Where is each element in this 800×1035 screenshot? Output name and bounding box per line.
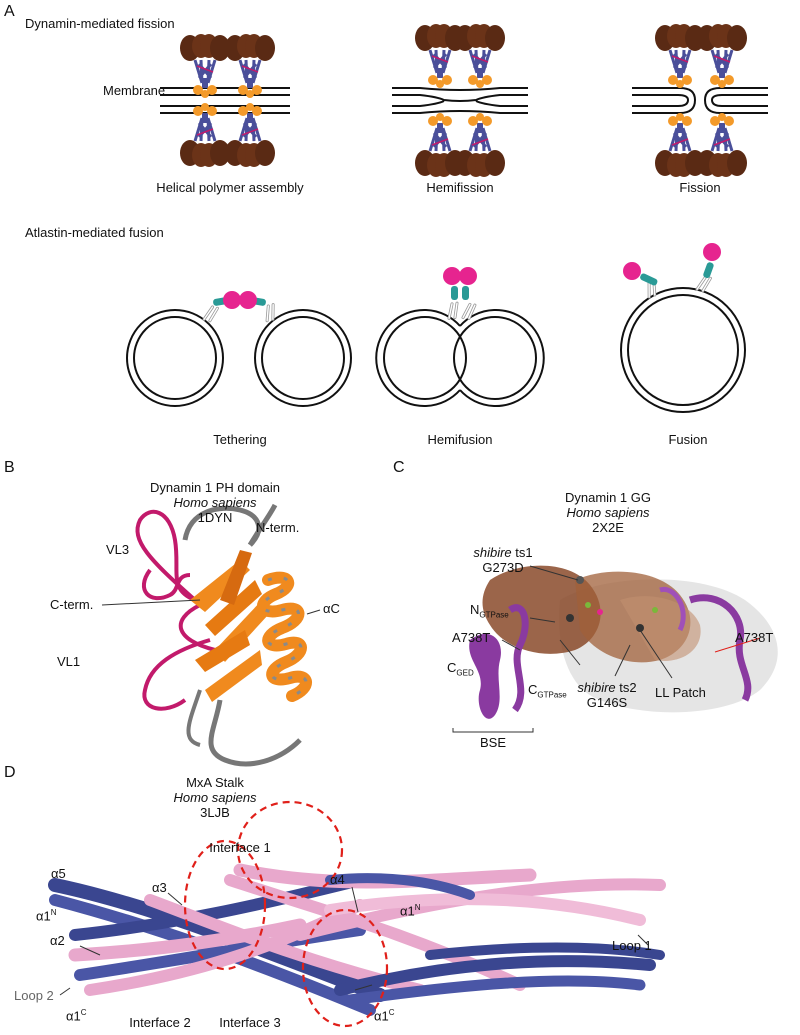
label-shibire-ts2-allele: ts2 — [619, 680, 637, 695]
gg-species: Homo sapiens — [566, 505, 650, 520]
label-n-gtpase-sub: GTPase — [479, 610, 509, 620]
dynamin-fission — [653, 22, 749, 179]
label-vl1: VL1 — [57, 654, 81, 669]
label-interface-2: Interface 2 — [129, 1015, 191, 1030]
label-vl3: VL3 — [106, 542, 130, 557]
vesicles-hemifusion — [375, 309, 545, 407]
stalk-leader-lines — [59, 886, 649, 996]
label-shibire-ts1-gene: shibire — [473, 545, 512, 560]
label-alpha1n-right-main: α1 — [400, 903, 415, 919]
label-n-gtpase-main: N — [470, 602, 480, 617]
ph-species: Homo sapiens — [173, 495, 257, 510]
gg-leader-lines — [452, 565, 761, 733]
label-c-ged-main: C — [447, 660, 457, 675]
stalk-pdb: 3LJB — [200, 805, 230, 820]
gg-title: Dynamin 1 GG — [565, 490, 651, 505]
stage-hemifission: Hemifission — [426, 180, 494, 195]
label-alpha1c-right: α1C — [374, 1005, 395, 1023]
label-bse: BSE — [479, 735, 507, 750]
dynamin-polymer-assembly — [178, 32, 277, 169]
label-loop2: Loop 2 — [14, 988, 54, 1003]
label-c-gtpase: CGTPase — [528, 682, 567, 703]
stage-helical-polymer-assembly: Helical polymer assembly — [156, 180, 304, 195]
label-c-ged: CGED — [447, 660, 474, 681]
label-alpha5: α5 — [51, 866, 66, 881]
label-alpha1c-left-main: α1 — [66, 1008, 81, 1024]
ph-leader-lines — [101, 599, 321, 615]
membrane-label: Membrane — [103, 83, 166, 98]
stage-hemifusion: Hemifusion — [427, 432, 493, 447]
label-alpha3: α3 — [152, 880, 167, 895]
panel-label-a: A — [4, 3, 15, 20]
label-a738t-right: A738T — [735, 630, 774, 645]
ph-title: Dynamin 1 PH domain — [149, 480, 281, 495]
atlastin-fusion — [623, 243, 721, 299]
stage-fission: Fission — [679, 180, 721, 195]
fusion-title: Atlastin-mediated fusion — [25, 225, 164, 240]
label-alpha1n-right-sup: N — [414, 903, 421, 912]
mxa-stalk-structure — [48, 863, 666, 1016]
label-n-term: N-term. — [256, 520, 300, 535]
stalk-species: Homo sapiens — [173, 790, 257, 805]
vesicle-fusion — [620, 287, 746, 413]
label-alpha4: α4 — [330, 872, 345, 887]
fission-title: Dynamin-mediated fission — [25, 16, 175, 31]
label-alpha1c-left-sup: C — [80, 1008, 87, 1017]
interface-rings — [183, 800, 389, 1028]
label-c-gtpase-main: C — [528, 682, 538, 697]
label-shibire-ts2: shibire ts2 — [577, 680, 636, 695]
atlastin-tethering — [202, 291, 279, 324]
label-c-gtpase-sub: GTPase — [537, 690, 567, 700]
ph-pdb: 1DYN — [197, 510, 233, 525]
label-shibire-ts1-allele: ts1 — [515, 545, 533, 560]
label-c-term: C-term. — [50, 597, 94, 612]
label-a738t-left: A738T — [452, 630, 491, 645]
label-interface-1: Interface 1 — [209, 840, 271, 855]
label-g273d: G273D — [482, 560, 524, 575]
gg-pdb: 2X2E — [592, 520, 624, 535]
label-c-ged-sub: GED — [456, 668, 474, 678]
stalk-title: MxA Stalk — [186, 775, 244, 790]
membrane-straight — [160, 87, 290, 114]
label-shibire-ts2-gene: shibire — [577, 680, 616, 695]
label-alpha1c-right-sup: C — [388, 1008, 395, 1017]
label-alpha1n-left-main: α1 — [36, 908, 51, 924]
gg-dimer-structure — [469, 565, 778, 719]
label-n-gtpase: NGTPase — [470, 602, 509, 623]
label-alpha-c: αC — [323, 601, 340, 616]
label-shibire-ts1: shibire ts1 — [473, 545, 532, 560]
panel-label-c: C — [393, 459, 405, 476]
stage-tethering: Tethering — [213, 432, 267, 447]
label-alpha1c-left: α1C — [66, 1005, 87, 1023]
label-alpha1c-right-main: α1 — [374, 1008, 389, 1024]
membrane-hemifission — [392, 87, 528, 114]
label-alpha1n-left: α1N — [36, 905, 57, 923]
label-alpha1n-right: α1N — [400, 900, 421, 918]
label-ll-patch: LL Patch — [655, 685, 706, 700]
membrane-fission — [632, 87, 768, 114]
atlastin-hemifusion — [443, 267, 477, 321]
label-alpha2: α2 — [50, 933, 65, 948]
stage-fusion: Fusion — [668, 432, 708, 447]
panel-label-b: B — [4, 459, 15, 476]
label-interface-3: Interface 3 — [219, 1015, 281, 1030]
panel-label-d: D — [4, 764, 16, 781]
ph-domain-structure — [135, 503, 312, 767]
vesicles-tethering — [126, 309, 352, 407]
label-loop1: Loop 1 — [612, 938, 652, 953]
label-g146s: G146S — [586, 695, 628, 710]
label-alpha1n-left-sup: N — [50, 908, 57, 917]
